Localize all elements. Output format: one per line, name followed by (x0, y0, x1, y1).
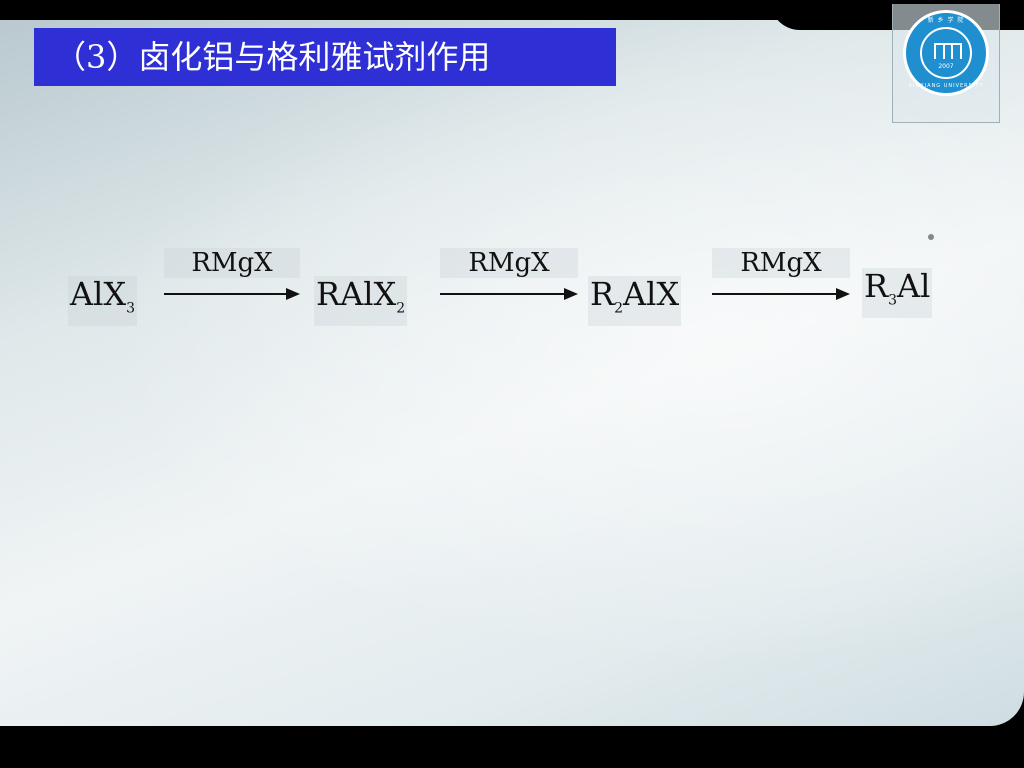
species-subscript: 2 (396, 300, 406, 317)
logo-bottom-text: XINXIANG UNIVERSITY (908, 83, 984, 89)
panel-shade (0, 20, 1024, 726)
species-main: AlX (623, 275, 680, 313)
species-r2alx: R2AlX (588, 275, 682, 327)
arrow-line (712, 293, 840, 295)
logo-box: 新 乡 学 院 2007 XINXIANG UNIVERSITY (892, 4, 1000, 123)
species-ralx2: RAlX2 (314, 275, 408, 327)
arrow-head-icon (564, 288, 578, 300)
reaction-arrow-2: RMgX (440, 246, 578, 316)
reaction-arrow-1: RMgX (164, 246, 300, 316)
species-prefix: R (864, 267, 889, 305)
species-main: RAlX (316, 275, 397, 313)
slide-title: （3）卤化铝与格利雅试剂作用 (34, 28, 616, 86)
species-prefix: R (590, 275, 615, 313)
species-subscript: 3 (126, 300, 136, 317)
species-prefix-subscript: 3 (888, 292, 898, 309)
species-r3al: R3Al (862, 267, 933, 319)
slide-panel (0, 20, 1024, 726)
species-alx3: AlX3 (68, 275, 138, 327)
gate-icon (934, 43, 962, 59)
arrow-head-icon (286, 288, 300, 300)
arrow-head-icon (836, 288, 850, 300)
species-main: Al (897, 267, 931, 305)
logo-seal-inner: 2007 (920, 27, 972, 79)
reaction-equation: AlX3 RMgX RAlX2 RMgX R2AlX RMgX R3Al (68, 246, 958, 327)
arrow-line (164, 293, 290, 295)
university-seal-icon: 新 乡 学 院 2007 XINXIANG UNIVERSITY (903, 10, 989, 96)
species-main: AlX (70, 275, 127, 313)
arrow-label: RMgX (712, 248, 850, 278)
decorative-dot (928, 234, 934, 240)
logo-top-text: 新 乡 学 院 (927, 17, 965, 24)
logo-year: 2007 (938, 63, 954, 70)
arrow-label: RMgX (164, 248, 300, 278)
reaction-arrow-3: RMgX (712, 246, 850, 316)
species-prefix-subscript: 2 (614, 300, 624, 317)
arrow-line (440, 293, 568, 295)
arrow-label: RMgX (440, 248, 578, 278)
